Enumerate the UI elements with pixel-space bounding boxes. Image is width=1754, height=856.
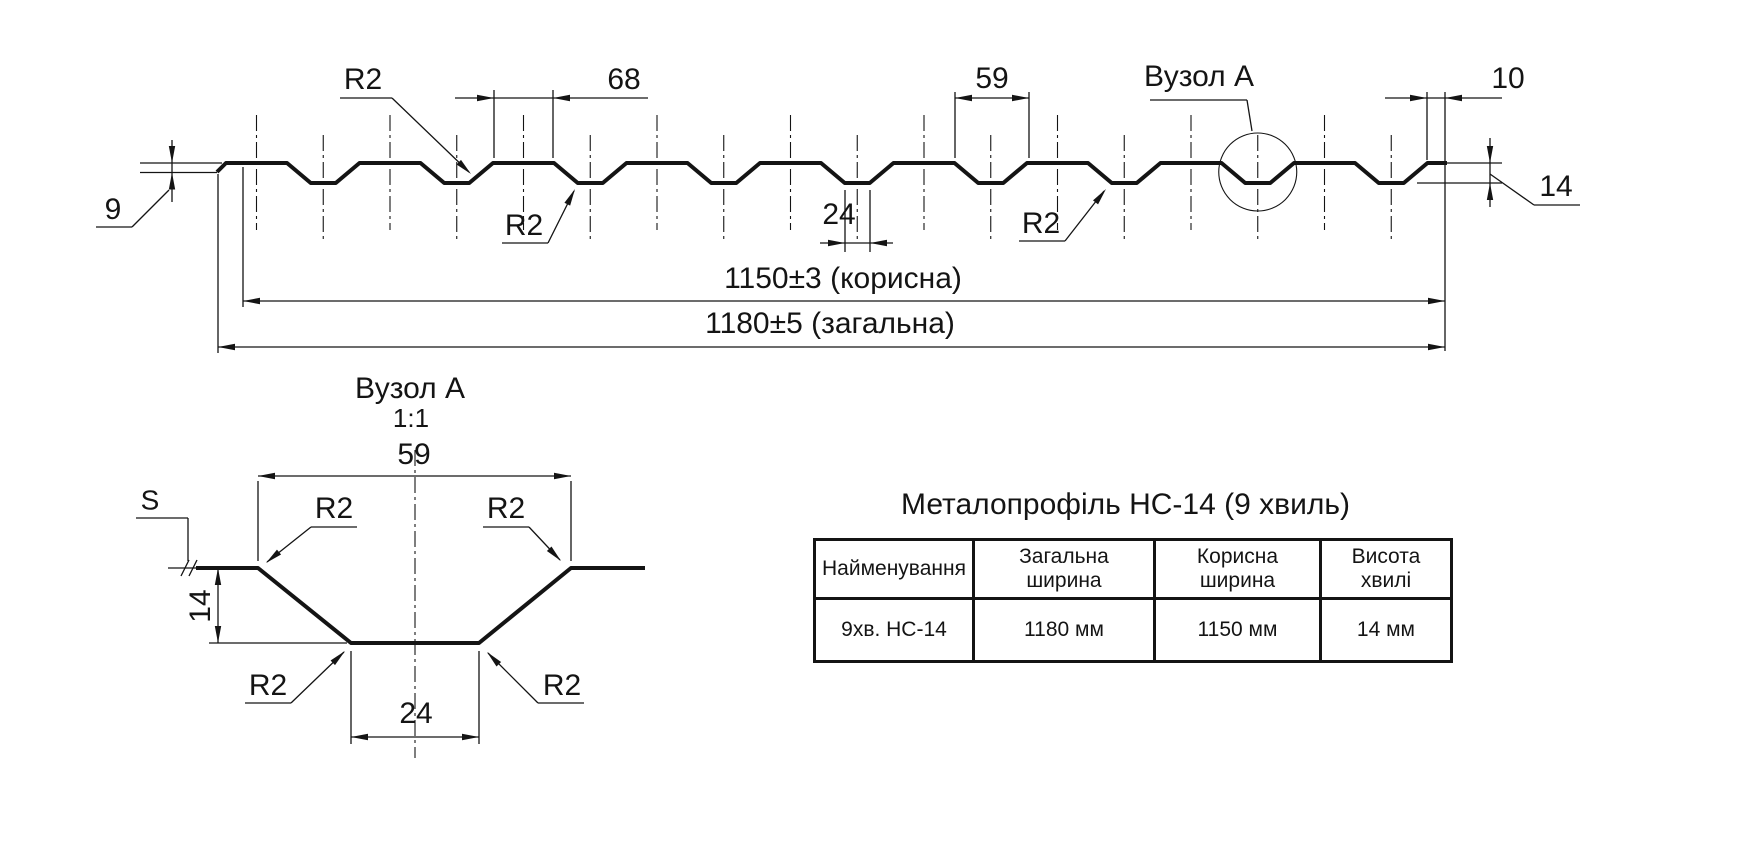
dimension-arrow	[168, 172, 176, 190]
dimension-arrow	[1012, 94, 1029, 102]
dimension-arrow	[1410, 94, 1427, 102]
spec-header-row: Найменування Загальна ширина Корисна шир…	[813, 538, 1453, 600]
node-a-label: Вузол А	[1144, 60, 1254, 93]
dimension-arrow	[553, 94, 570, 102]
radius-label: R2	[487, 492, 525, 525]
dim-label-59: 59	[975, 62, 1008, 95]
dimension-arrow	[218, 343, 235, 351]
dimension-arrow	[214, 568, 222, 585]
dim-label-overall: 1180±5 (загальна)	[705, 307, 955, 340]
dimension-arrow	[554, 472, 571, 480]
dimension-arrow	[462, 733, 479, 741]
dimension-arrow	[456, 159, 471, 174]
dimension-arrow	[266, 549, 282, 563]
spec-table-title: Металопрофіль НС-14 (9 хвиль)	[901, 488, 1350, 521]
dimension-arrow	[870, 239, 887, 247]
dimension-arrow	[1445, 94, 1462, 102]
dimension-arrow	[828, 239, 845, 247]
dim-label-14: 14	[1539, 170, 1572, 203]
dimension-arrow	[214, 626, 222, 643]
dimension-arrow	[330, 651, 345, 666]
dimension-arrow	[1428, 343, 1445, 351]
dimension-arrow	[351, 733, 368, 741]
spec-value-cell: 1180 мм	[971, 597, 1156, 663]
dimension-arrow	[1486, 183, 1494, 200]
spec-value-row: 9хв. НС-14 1180 мм 1150 мм 14 мм	[813, 597, 1453, 663]
thickness-tick	[188, 559, 198, 577]
dim-14-leader	[1489, 173, 1535, 206]
dim-label-useful: 1150±3 (корисна)	[724, 262, 962, 295]
detail-label-24: 24	[399, 697, 432, 730]
radius-label: R2	[1022, 207, 1060, 240]
radius-label: R2	[315, 492, 353, 525]
dim-label-9: 9	[105, 193, 122, 226]
spec-header-cell: Загальна ширина	[971, 538, 1156, 600]
spec-header-cell: Корисна ширина	[1152, 538, 1322, 600]
dimension-arrow	[1486, 146, 1494, 163]
dimension-arrow	[258, 472, 275, 480]
dim-label-10: 10	[1491, 62, 1524, 95]
radius-label: R2	[249, 669, 287, 702]
dimension-arrow	[1093, 189, 1106, 205]
spec-value-cell: 14 мм	[1318, 597, 1453, 663]
dimension-arrow	[243, 297, 260, 305]
node-a-leader	[1246, 99, 1253, 132]
detail-label-59: 59	[397, 438, 430, 471]
dimension-arrow	[487, 652, 502, 667]
dim-label-68: 68	[607, 63, 640, 96]
radius-label: R2	[344, 63, 382, 96]
dimension-arrow	[955, 94, 972, 102]
detail-profile	[196, 566, 645, 645]
thickness-label: S	[141, 484, 160, 515]
dimension-arrow	[1428, 297, 1445, 305]
spec-header-cell: Висота хвилі	[1318, 538, 1453, 600]
spec-table: Найменування Загальна ширина Корисна шир…	[813, 538, 1453, 663]
detail-scale: 1:1	[393, 403, 429, 433]
detail-callout-circle	[1218, 132, 1298, 212]
dimension-arrow	[477, 94, 494, 102]
spec-value-cell: 9хв. НС-14	[813, 597, 975, 663]
radius-label: R2	[543, 669, 581, 702]
dimension-arrow	[168, 146, 176, 163]
thickness-tick	[180, 559, 190, 577]
thin-line	[391, 97, 470, 173]
radius-label: R2	[505, 209, 543, 242]
dim-9-leader	[131, 189, 170, 228]
sheet-profile	[215, 161, 1447, 185]
dim-label-24: 24	[822, 198, 855, 231]
spec-header-cell: Найменування	[813, 538, 975, 600]
detail-title: Вузол А	[355, 372, 465, 405]
dimension-arrow	[546, 546, 561, 561]
spec-value-cell: 1150 мм	[1152, 597, 1322, 663]
detail-label-14: 14	[184, 589, 217, 622]
dimension-arrow	[564, 189, 575, 206]
